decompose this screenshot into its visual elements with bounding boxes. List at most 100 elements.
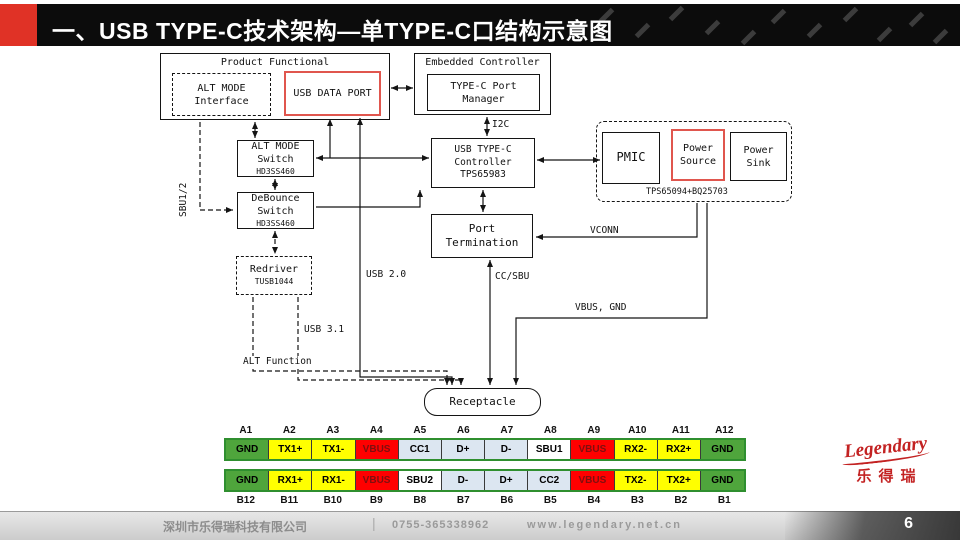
redriver-label: Redriver — [249, 264, 299, 276]
pin-cell: VBUS — [355, 440, 399, 459]
page-number: 6 — [904, 515, 913, 532]
pin-cell: GND — [226, 440, 270, 459]
label-vconn: VCONN — [589, 225, 620, 236]
header-decor-dash — [932, 28, 949, 45]
pin-cell: TX2+ — [657, 471, 701, 490]
pin-number: A3 — [326, 424, 340, 436]
pin-cell: GND — [700, 440, 744, 459]
label-usb31: USB 3.1 — [303, 324, 346, 335]
pin-number: B8 — [413, 494, 427, 506]
header-decor-dash — [704, 19, 721, 36]
pin-number: A5 — [413, 424, 427, 436]
redriver-chip: TUSB1044 — [254, 277, 294, 287]
pin-cell: VBUS — [355, 471, 399, 490]
pin-cell: RX1- — [312, 471, 356, 490]
pin-cell: TX1+ — [269, 440, 313, 459]
pin-number: A11 — [671, 424, 690, 436]
pin-cell: GND — [700, 471, 744, 490]
pin-number: B3 — [630, 494, 644, 506]
pin-number: B6 — [500, 494, 514, 506]
pin-cell: D+ — [485, 471, 529, 490]
label-sbu12: SBU1/2 — [178, 181, 189, 218]
port-termination-box: Port Termination — [431, 214, 533, 258]
pin-number: A2 — [282, 424, 296, 436]
embedded-controller-label: Embedded Controller — [425, 57, 540, 68]
usb-typec-controller-box: USB TYPE-C Controller TPS65983 — [431, 138, 535, 188]
pin-number: B10 — [323, 494, 342, 506]
pin-cell: CC1 — [398, 440, 442, 459]
debounce-switch-label: DeBounce Switch — [251, 192, 300, 217]
logo-chinese-text: 乐得瑞 — [856, 468, 923, 485]
product-functional-label: Product Functional — [220, 57, 330, 68]
redriver-box: Redriver TUSB1044 — [236, 256, 312, 295]
alt-mode-interface-box: ALT MODE Interface — [172, 73, 271, 116]
pin-number: B4 — [587, 494, 601, 506]
header-decor-dash — [806, 22, 823, 39]
pin-cell: TX2- — [614, 471, 658, 490]
pin-cell: D- — [441, 471, 485, 490]
power-source-box: Power Source — [671, 129, 725, 181]
pin-cell: D+ — [441, 440, 485, 459]
pin-cell: GND — [226, 471, 270, 490]
label-i2c: I2C — [491, 119, 511, 130]
header-decor-dash — [908, 11, 925, 28]
typec-port-manager-box: TYPE-C Port Manager — [427, 74, 540, 111]
pin-number: B7 — [456, 494, 470, 506]
pin-number: A4 — [369, 424, 383, 436]
footer-website: www.legendary.net.cn — [527, 519, 682, 531]
pin-cell: VBUS — [571, 471, 615, 490]
footer-corner-shade — [785, 511, 960, 540]
pin-cell: SBU2 — [398, 471, 442, 490]
pin-number: A1 — [239, 424, 253, 436]
header-decor-dash — [770, 8, 787, 25]
pin-number: A9 — [587, 424, 601, 436]
conn-alt-function — [252, 297, 450, 385]
alt-mode-switch-box: ALT MODE Switch HD3SS460 — [237, 140, 314, 177]
pin-number: B5 — [543, 494, 557, 506]
conn-debounce-controller — [316, 190, 423, 208]
alt-mode-switch-chip: HD3SS460 — [256, 166, 295, 176]
slide-title: 一、USB TYPE-C技术架构—单TYPE-C口结构示意图 — [52, 18, 613, 44]
label-usb20: USB 2.0 — [365, 269, 408, 280]
pin-number: B1 — [717, 494, 731, 506]
pin-cell: VBUS — [571, 440, 615, 459]
header-decor-dash — [668, 5, 685, 22]
pin-number: A10 — [628, 424, 647, 436]
usb-data-port-box: USB DATA PORT — [284, 71, 381, 116]
pin-number: A6 — [456, 424, 470, 436]
header-decor-dash — [740, 29, 757, 46]
pin-cell: D- — [485, 440, 529, 459]
debounce-switch-box: DeBounce Switch HD3SS460 — [237, 192, 314, 229]
debounce-switch-chip: HD3SS460 — [256, 218, 295, 228]
pin-cell: TX1- — [312, 440, 356, 459]
pin-number: B11 — [280, 494, 299, 506]
label-cc-sbu: CC/SBU — [494, 271, 531, 282]
company-logo: Legendary 乐得瑞 — [826, 433, 946, 486]
pin-cell: SBU1 — [528, 440, 572, 459]
pin-number: A7 — [500, 424, 514, 436]
pmic-box: PMIC — [602, 132, 660, 184]
pin-number: B12 — [236, 494, 255, 506]
conn-usb31 — [297, 297, 464, 385]
footer-company: 深圳市乐得瑞科技有限公司 — [163, 520, 308, 534]
pin-cell: CC2 — [528, 471, 572, 490]
conn-sbu12 — [199, 122, 233, 213]
header-decor-dash — [876, 26, 893, 43]
label-vbus-gnd: VBUS, GND — [574, 302, 628, 313]
power-sink-box: Power Sink — [730, 132, 787, 181]
pin-number: A12 — [715, 424, 734, 436]
alt-mode-switch-label: ALT MODE Switch — [251, 140, 300, 165]
pin-cell: RX1+ — [269, 471, 313, 490]
header-accent-block — [0, 4, 37, 46]
receptacle-box: Receptacle — [424, 388, 541, 416]
label-alt-function: ALT Function — [242, 356, 313, 367]
pin-cell: RX2+ — [657, 440, 701, 459]
power-group-chip-label: TPS65094+BQ25703 — [646, 187, 728, 197]
footer-phone: 0755-365338962 — [392, 519, 490, 531]
footer-separator: | — [372, 515, 376, 531]
pin-cell: RX2- — [614, 440, 658, 459]
